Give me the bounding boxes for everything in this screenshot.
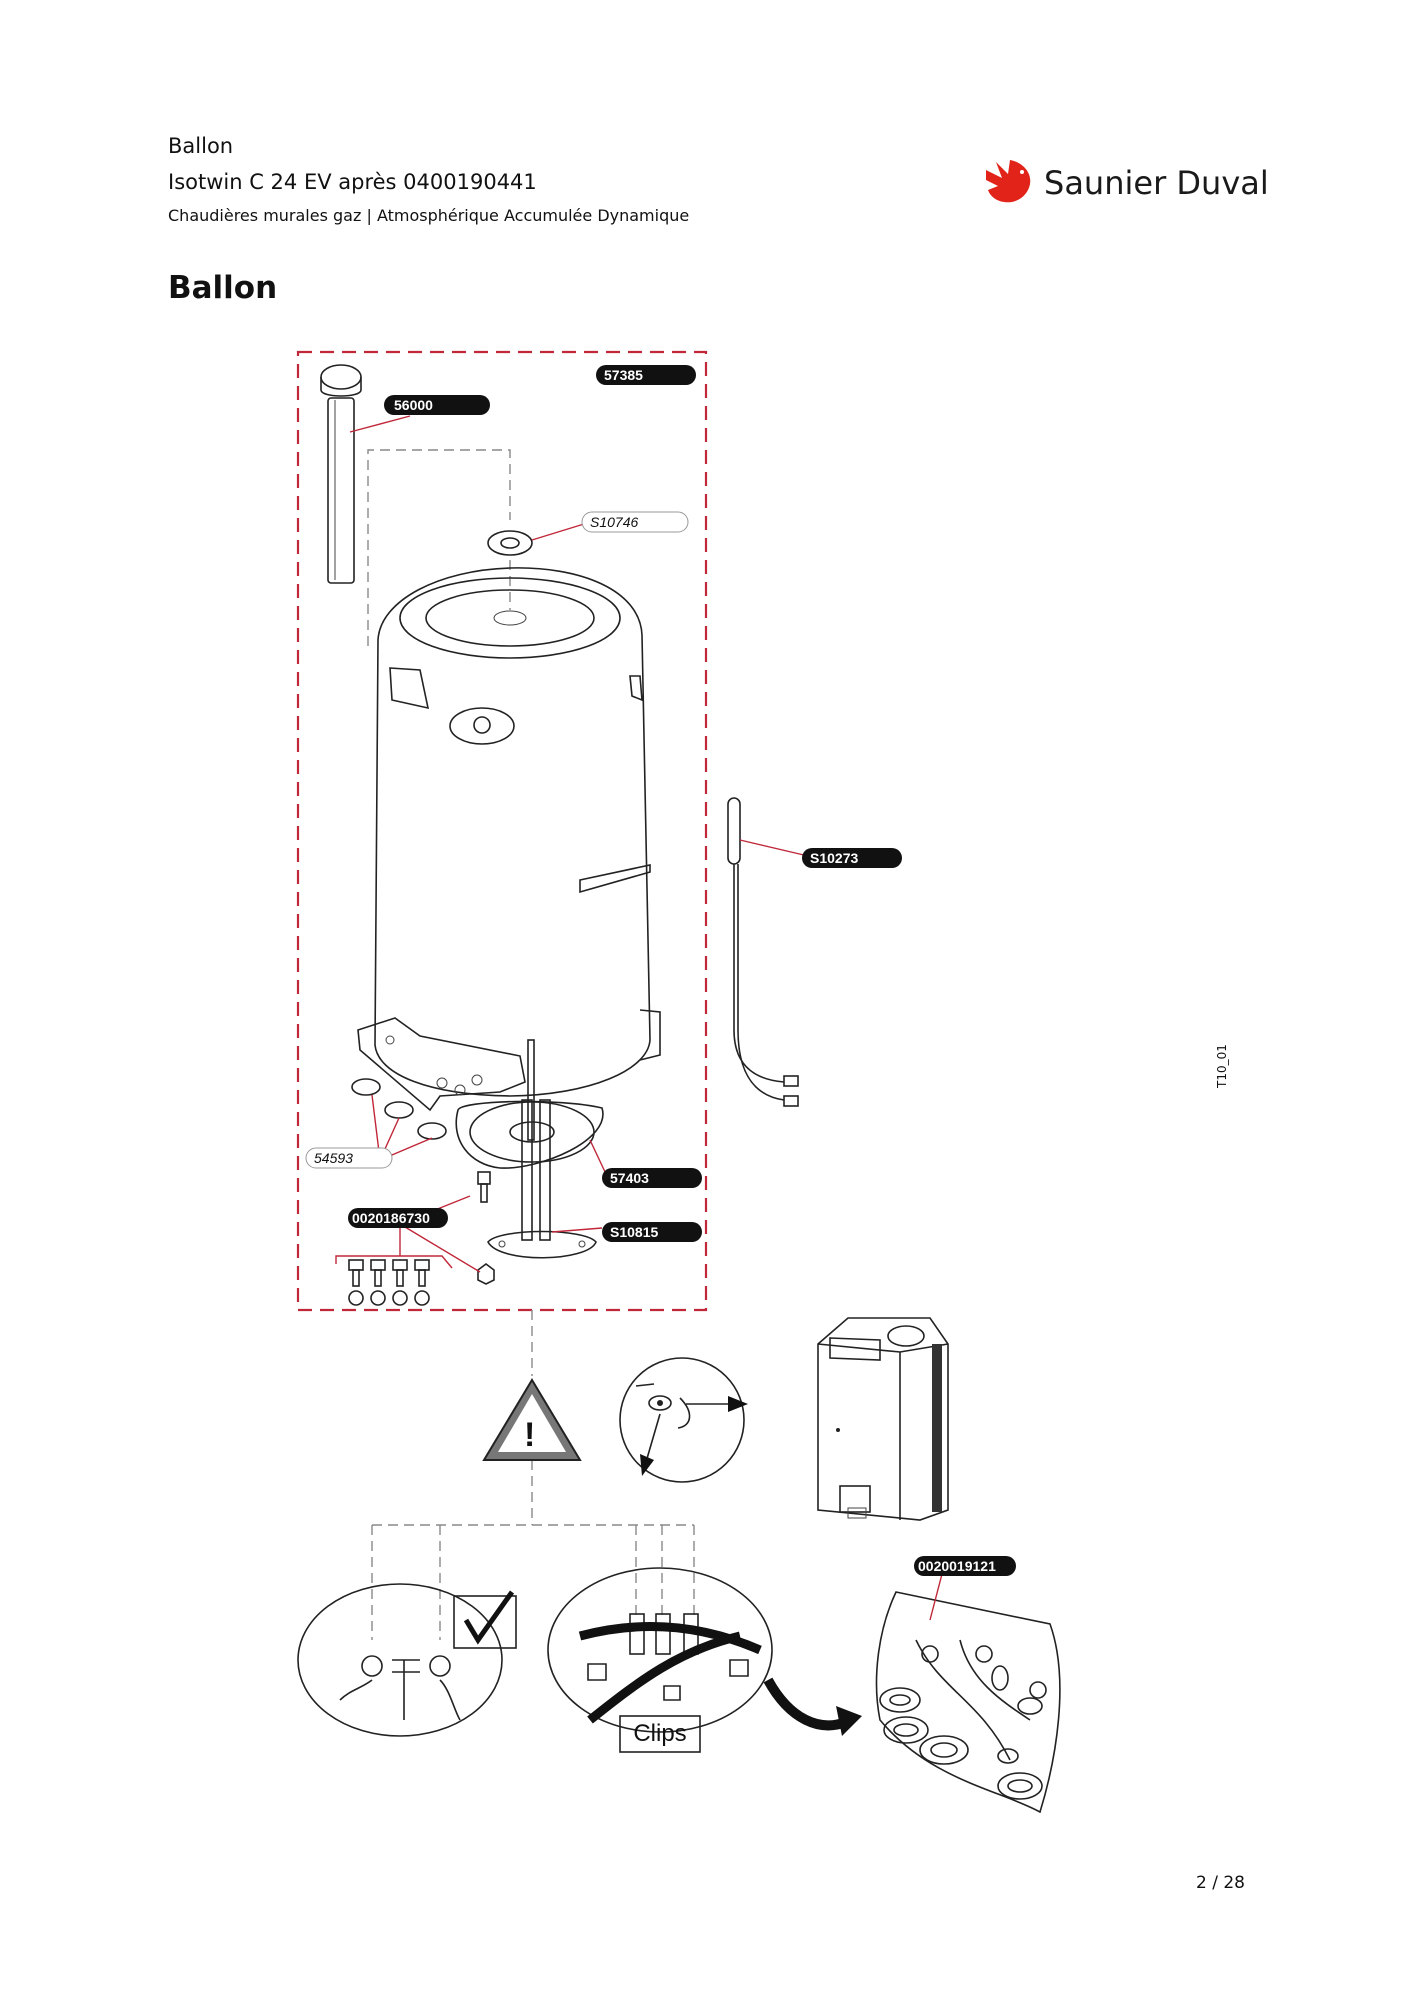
part-tag-0020019121: 0020019121 — [914, 1556, 1016, 1576]
header-category: Ballon — [168, 134, 234, 158]
bird-logo-icon — [986, 160, 1031, 203]
brand-logo: Saunier Duval — [982, 156, 1269, 208]
warning-triangle-icon: ! — [482, 1378, 582, 1461]
o-ring-set — [351, 1078, 447, 1140]
svg-text:56000: 56000 — [394, 397, 433, 413]
heat-exchanger-flange — [487, 1039, 597, 1259]
storage-tank — [357, 567, 661, 1112]
header-product: Isotwin C 24 EV après 0400190441 — [168, 170, 537, 194]
part-tag-0020186730: 0020186730 — [348, 1208, 448, 1228]
seal-kit-detail — [875, 1591, 1061, 1814]
drawing-code: T10_01 — [1215, 1044, 1229, 1088]
brand-name: Saunier Duval — [1044, 164, 1269, 202]
header-family: Chaudières murales gaz | Atmosphérique A… — [168, 206, 690, 225]
part-tag-56000: 56000 — [384, 395, 490, 415]
clips-label: Clips — [633, 1720, 686, 1747]
part-tag-S10815: S10815 — [602, 1222, 702, 1242]
page-number: 2 / 28 — [1196, 1873, 1245, 1893]
part-tag-54593: 54593 — [305, 1147, 393, 1169]
part-tag-S10273: S10273 — [802, 848, 902, 868]
temperature-sensor — [727, 797, 799, 1107]
step-detail-checked — [297, 1583, 517, 1737]
boiler-unit-illustration — [817, 1317, 949, 1521]
svg-text:S10746: S10746 — [590, 514, 638, 530]
svg-text:57403: 57403 — [610, 1170, 649, 1186]
svg-text:S10273: S10273 — [810, 850, 858, 866]
part-tag-S10746: S10746 — [581, 511, 689, 533]
exploded-parts-diagram: .ln { fill:none; stroke:#222; stroke-wid… — [296, 350, 1061, 1814]
screw-kit — [348, 1171, 495, 1306]
part-tag-57403: 57403 — [602, 1168, 702, 1188]
part-tag-57385: 57385 — [596, 365, 696, 385]
svg-text:!: ! — [524, 1416, 535, 1454]
look-direction-icon — [619, 1357, 748, 1483]
top-gasket — [487, 530, 533, 556]
section-title: Ballon — [168, 270, 278, 306]
step-detail-clips: Clips — [547, 1567, 773, 1753]
svg-text:0020019121: 0020019121 — [918, 1558, 996, 1574]
insulation-ring — [455, 1100, 604, 1169]
svg-text:0020186730: 0020186730 — [352, 1210, 430, 1226]
svg-text:57385: 57385 — [604, 367, 643, 383]
anode-rod — [320, 364, 362, 584]
kit-box-outline — [296, 350, 708, 1312]
svg-text:S10815: S10815 — [610, 1224, 658, 1240]
svg-text:54593: 54593 — [314, 1150, 353, 1166]
transition-arrow-icon — [763, 1677, 848, 1731]
